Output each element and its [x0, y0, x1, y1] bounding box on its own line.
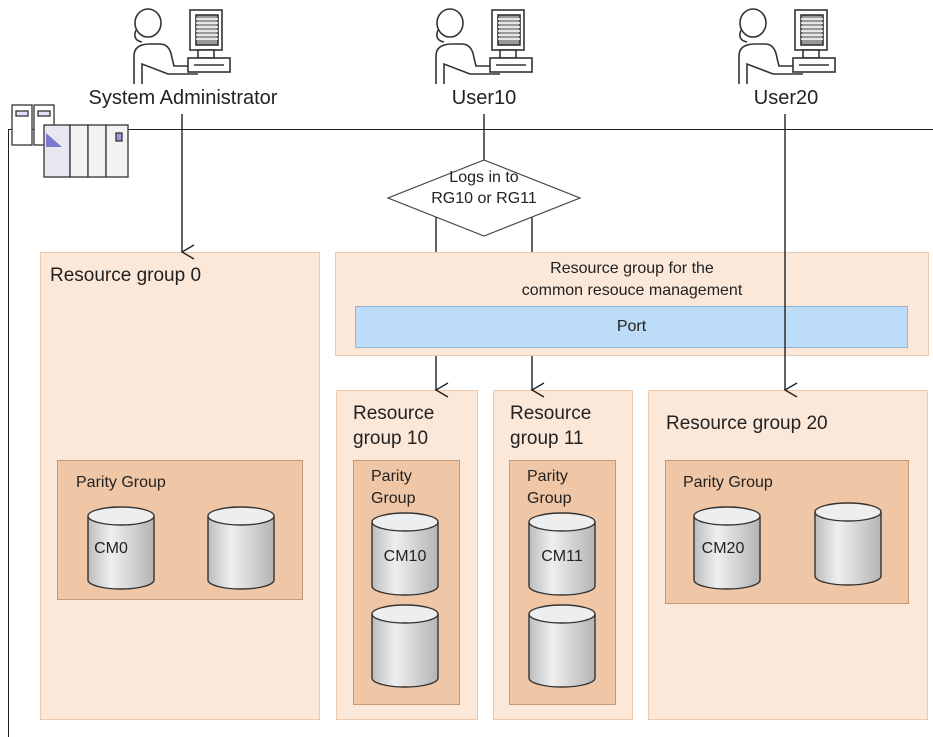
rg20-disk-icon: [814, 502, 882, 586]
admin-label: System Administrator: [88, 87, 278, 109]
cm20-label: CM20: [701, 540, 745, 557]
storage-system-icon: [11, 104, 129, 178]
cm11-disk-icon: [528, 512, 596, 596]
rg10-title-line2: group 10: [353, 428, 429, 449]
user10-user-icon: [435, 8, 533, 84]
port-label: Port: [616, 318, 647, 335]
rg10-parity-label-line1: Parity: [371, 468, 412, 485]
resource-group-0-title: Resource group 0: [50, 265, 202, 286]
rg11-parity-label-line2: Group: [527, 490, 572, 507]
cm11-label: CM11: [541, 548, 583, 565]
cm10-label: CM10: [383, 548, 427, 565]
common-group-title-line2: common resouce management: [521, 282, 743, 299]
cm20-disk-icon: [693, 506, 761, 590]
user10-label: User10: [451, 87, 517, 109]
login-text-line1: Logs in to: [449, 169, 519, 186]
rg0-parity-group-label: Parity Group: [76, 474, 166, 491]
cm10-disk-icon: [371, 512, 439, 596]
rg11-parity-label-line1: Parity: [527, 468, 568, 485]
port-bar: [355, 306, 908, 348]
storage-boundary-top: [8, 129, 933, 130]
cm0-label: CM0: [94, 540, 128, 557]
cm0-disk-icon: [87, 506, 155, 590]
rg11-title-line2: group 11: [510, 428, 584, 449]
rg20-parity-group-label: Parity Group: [683, 474, 773, 491]
rg10-disk-icon: [371, 604, 439, 688]
user20-user-icon: [738, 8, 836, 84]
rg10-title-line1: Resource: [353, 403, 435, 424]
admin-user-icon: [133, 8, 231, 84]
rg11-disk-icon: [528, 604, 596, 688]
rg0-disk-icon: [207, 506, 275, 590]
login-diamond: [386, 159, 582, 237]
rg20-title: Resource group 20: [666, 413, 828, 434]
login-text-line2: RG10 or RG11: [431, 190, 537, 207]
rg10-parity-label-line2: Group: [371, 490, 416, 507]
common-group-title-line1: Resource group for the: [550, 260, 714, 277]
user20-label: User20: [753, 87, 819, 109]
rg11-title-line1: Resource: [510, 403, 592, 424]
storage-boundary-left: [8, 129, 9, 737]
